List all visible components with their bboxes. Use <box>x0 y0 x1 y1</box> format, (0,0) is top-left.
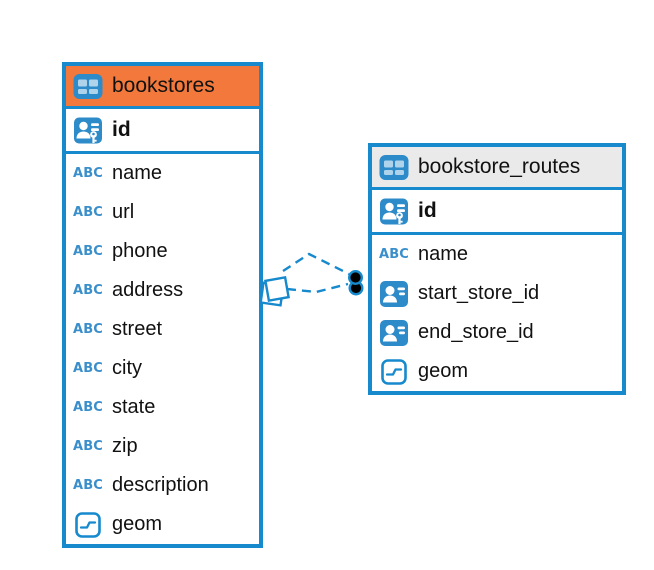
field-row-geom[interactable]: geom <box>66 505 259 544</box>
text-type-icon: ABC <box>72 166 104 181</box>
table-bookstores-header[interactable]: bookstores <box>66 66 259 109</box>
field-row-city[interactable]: ABC city <box>66 349 259 388</box>
diamond-front-icon <box>264 276 290 302</box>
table-title: bookstore_routes <box>418 155 581 178</box>
field-row-address[interactable]: ABC address <box>66 271 259 310</box>
table-title: bookstores <box>112 74 215 97</box>
field-row-zip[interactable]: ABC zip <box>66 427 259 466</box>
table-icon <box>379 154 409 181</box>
primary-key-icon <box>379 198 409 225</box>
field-row-end-store-id[interactable]: end_store_id <box>372 313 622 352</box>
text-type-icon: ABC <box>72 439 104 454</box>
field-name: name <box>112 162 163 184</box>
foreign-key-icon <box>379 280 409 307</box>
field-name: name <box>418 243 469 265</box>
field-name: end_store_id <box>418 321 534 343</box>
pk-row-bookstores-id[interactable]: id <box>66 109 259 154</box>
field-row-street[interactable]: ABC street <box>66 310 259 349</box>
text-type-icon: ABC <box>72 205 104 220</box>
relationship-circle-endpoint[interactable] <box>348 270 364 296</box>
pk-row-routes-id[interactable]: id <box>372 190 622 235</box>
relationship-line-2[interactable] <box>286 282 349 294</box>
text-type-icon: ABC <box>72 361 104 376</box>
field-row-url[interactable]: ABC url <box>66 193 259 232</box>
field-name: url <box>112 201 135 223</box>
foreign-key-icon <box>379 319 409 346</box>
field-row-geom[interactable]: geom <box>372 352 622 391</box>
field-name: phone <box>112 240 168 262</box>
field-row-name[interactable]: ABC name <box>372 235 622 274</box>
field-name: geom <box>112 513 163 535</box>
field-row-state[interactable]: ABC state <box>66 388 259 427</box>
field-name: address <box>112 279 184 301</box>
circle-endpoint-back-icon <box>348 280 364 296</box>
field-name: zip <box>112 435 138 457</box>
field-row-start-store-id[interactable]: start_store_id <box>372 274 622 313</box>
field-row-phone[interactable]: ABC phone <box>66 232 259 271</box>
text-type-icon: ABC <box>378 247 410 262</box>
geometry-type-icon <box>73 511 103 538</box>
field-name: start_store_id <box>418 282 540 304</box>
circle-endpoint-front-icon <box>348 270 364 286</box>
table-bookstore-routes[interactable]: bookstore_routes id ABC name <box>368 143 626 395</box>
table-icon <box>73 73 103 100</box>
text-type-icon: ABC <box>72 244 104 259</box>
diamond-back-icon <box>259 281 285 307</box>
field-name: street <box>112 318 163 340</box>
geometry-type-icon <box>379 358 409 385</box>
relationship-lines[interactable] <box>282 252 350 294</box>
field-name: state <box>112 396 156 418</box>
text-type-icon: ABC <box>72 400 104 415</box>
field-row-name[interactable]: ABC name <box>66 154 259 193</box>
field-name: geom <box>418 360 469 382</box>
text-type-icon: ABC <box>72 322 104 337</box>
pk-field-name: id <box>112 118 131 141</box>
primary-key-icon <box>73 117 103 144</box>
pk-field-name: id <box>418 199 437 222</box>
table-bookstores[interactable]: bookstores id ABC name <box>62 62 263 548</box>
relationship-diamond-endpoint[interactable] <box>259 276 290 307</box>
field-row-description[interactable]: ABC description <box>66 466 259 505</box>
text-type-icon: ABC <box>72 478 104 493</box>
table-bookstore-routes-header[interactable]: bookstore_routes <box>372 147 622 190</box>
text-type-icon: ABC <box>72 283 104 298</box>
field-name: description <box>112 474 209 496</box>
field-name: city <box>112 357 142 379</box>
relationship-line-1[interactable] <box>282 252 350 276</box>
